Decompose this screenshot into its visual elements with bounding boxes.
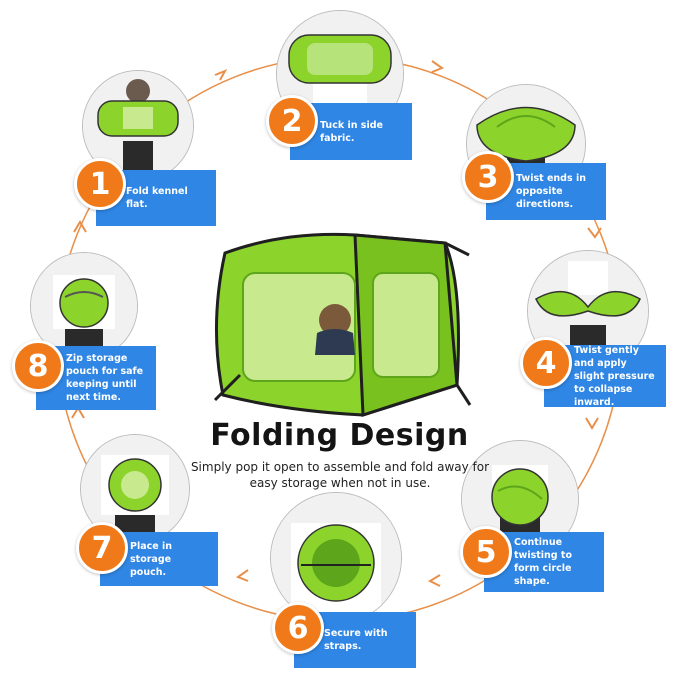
arrow-icon: [214, 69, 228, 81]
step-3-number: 3: [462, 151, 514, 203]
step-8-photo: [30, 252, 138, 360]
kennel-image: [213, 232, 472, 418]
page-subtitle: Simply pop it open to assemble and fold …: [190, 460, 490, 490]
step-1-number: 1: [74, 158, 126, 210]
page-title: Folding Design: [210, 418, 469, 453]
step-6-number: 6: [272, 602, 324, 654]
step-2-number: 2: [266, 95, 318, 147]
step-5-number: 5: [460, 526, 512, 578]
step-8-number: 8: [12, 340, 64, 392]
step-4-number: 4: [520, 337, 572, 389]
step-7-number: 7: [76, 522, 128, 574]
